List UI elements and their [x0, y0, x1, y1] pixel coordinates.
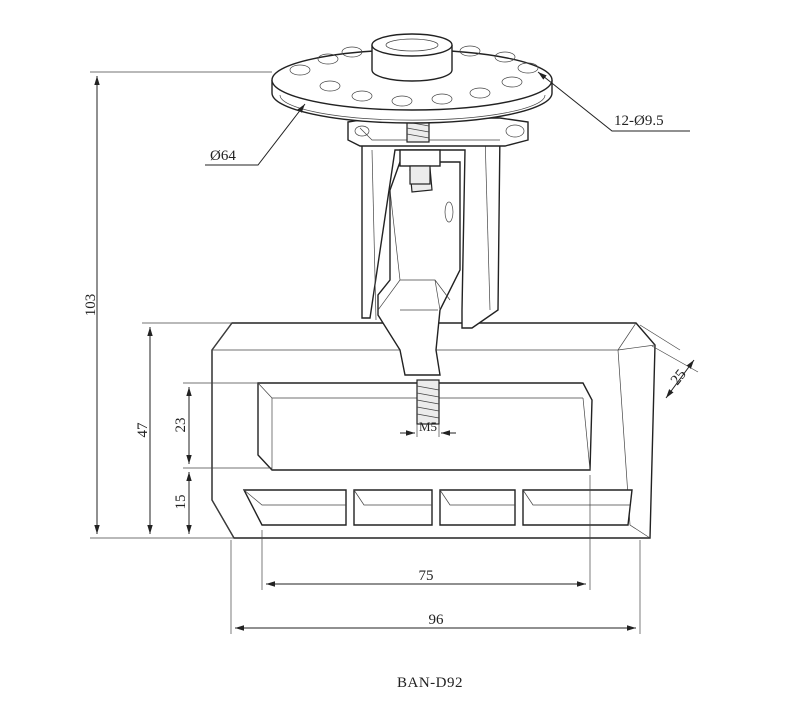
plate-holes — [289, 45, 539, 107]
dim-23: 23 — [173, 382, 272, 469]
dim-m5-label: M5 — [419, 419, 437, 434]
dim-holes: 12-Ø9.5 — [537, 71, 690, 132]
bracket-body — [361, 129, 501, 329]
frame-slots — [242, 489, 633, 526]
plate-hub — [371, 33, 453, 82]
dim-103: 103 — [83, 71, 272, 539]
dim-75: 75 — [261, 475, 591, 590]
dim-23-label: 23 — [173, 418, 189, 433]
dim-15: 15 — [173, 472, 192, 534]
dim-m5: M5 — [400, 419, 456, 437]
dim-47: 47 — [135, 322, 232, 534]
model-label: BAN-D92 — [397, 675, 463, 691]
dim-diameter-label: Ø64 — [210, 148, 236, 164]
dim-47-label: 47 — [135, 422, 151, 438]
dim-103-label: 103 — [83, 294, 99, 317]
dim-holes-label: 12-Ø9.5 — [614, 113, 664, 129]
frame-opening — [257, 382, 593, 471]
dim-15-label: 15 — [173, 495, 189, 510]
dim-diameter: Ø64 — [205, 103, 306, 166]
dim-96: 96 — [230, 540, 641, 634]
dim-75-label: 75 — [419, 568, 434, 584]
m5-screw — [416, 379, 440, 425]
dim-96-label: 96 — [429, 612, 445, 628]
